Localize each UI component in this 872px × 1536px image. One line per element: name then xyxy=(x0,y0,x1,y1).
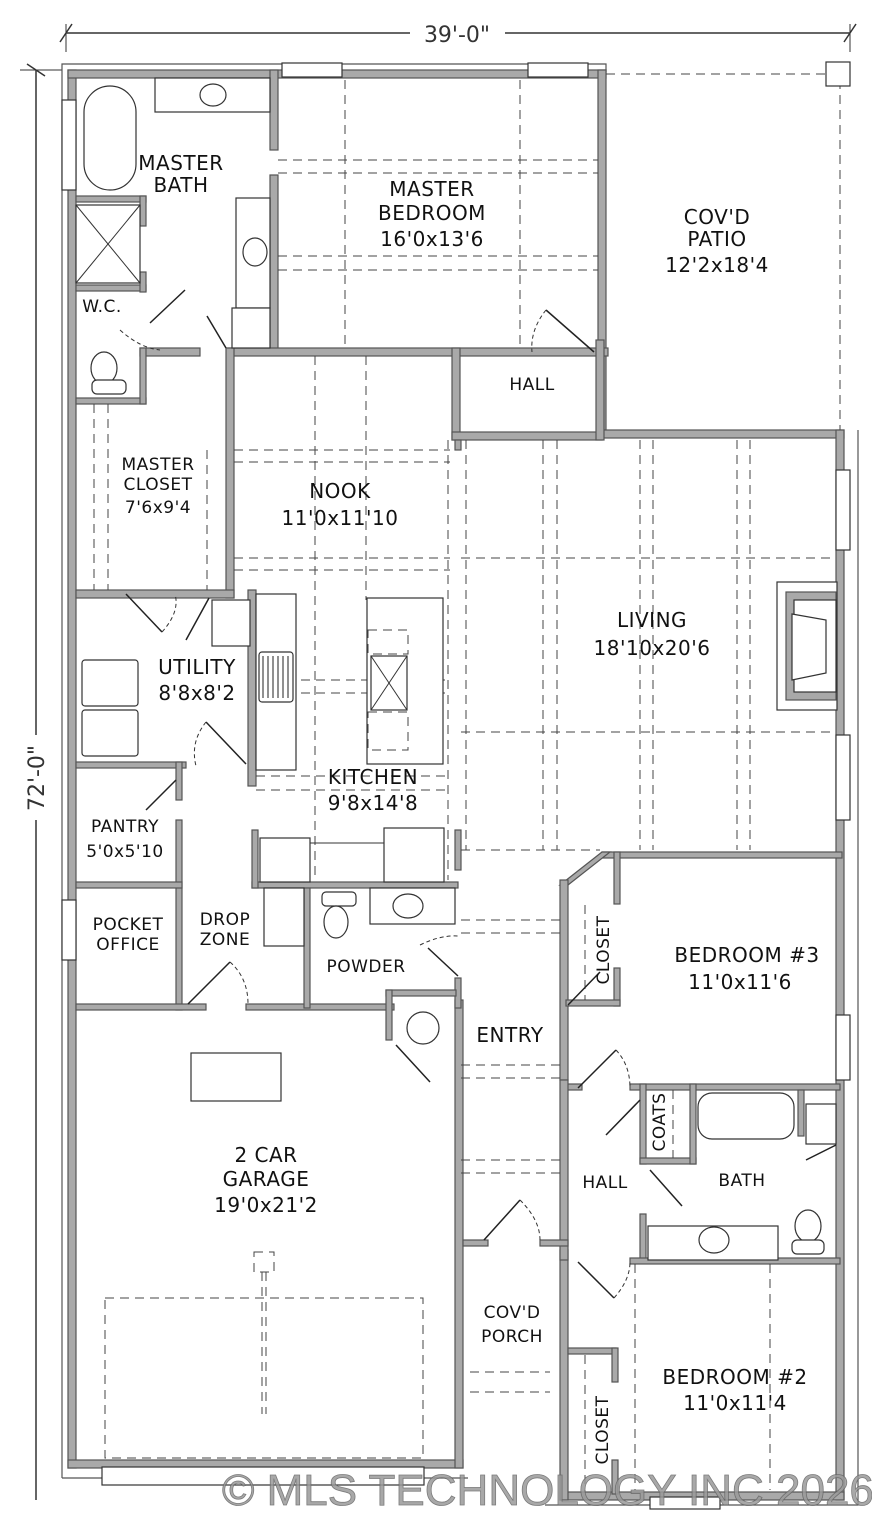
room-labels: MASTER BATH MASTER BEDROOM 16'0x13'6 COV… xyxy=(82,151,819,1465)
sink-icon xyxy=(392,893,424,919)
kitchen-size: 9'8x14'8 xyxy=(328,791,418,815)
living-size: 18'10x20'6 xyxy=(594,636,711,660)
covd-patio-label: COV'D xyxy=(684,205,750,229)
overall-width-label: 39'-0" xyxy=(424,23,490,48)
pocket-office-label: POCKET xyxy=(93,915,164,935)
washer-icon xyxy=(81,659,139,707)
master-bedroom-label: BEDROOM xyxy=(378,201,486,225)
covd-porch-label: COV'D xyxy=(484,1303,541,1323)
master-bedroom-size: 16'0x13'6 xyxy=(380,227,484,251)
sink-icon xyxy=(199,83,227,107)
master-closet-size: 7'6x9'4 xyxy=(125,498,191,518)
fixtures xyxy=(75,77,837,1261)
bedroom2-size: 11'0x11'4 xyxy=(683,1391,787,1415)
bath-label: BATH xyxy=(718,1171,765,1191)
powder-label: POWDER xyxy=(326,957,405,977)
garage-label: GARAGE xyxy=(223,1167,310,1191)
windows xyxy=(61,62,851,1510)
exterior-walls xyxy=(67,69,845,1501)
sink-icon xyxy=(698,1226,730,1254)
entry-label: ENTRY xyxy=(476,1023,543,1047)
fireplace xyxy=(776,581,838,711)
nook-size: 11'0x11'10 xyxy=(282,506,399,530)
drop-zone-label: DROP xyxy=(200,910,251,930)
depth-dimension: 72'-0" xyxy=(20,63,62,1500)
bedroom2-closet-label: CLOSET xyxy=(593,1395,613,1464)
bedroom2-label: BEDROOM #2 xyxy=(662,1365,807,1389)
sink-icon xyxy=(242,237,268,267)
toilet-icon xyxy=(90,351,118,385)
utility-size: 8'8x8'2 xyxy=(158,681,235,705)
master-closet-label: MASTER xyxy=(121,455,194,475)
wc-label: W.C. xyxy=(82,297,122,317)
living-label: LIVING xyxy=(617,608,687,632)
width-dimension: 39'-0" xyxy=(59,23,857,52)
bedroom3-size: 11'0x11'6 xyxy=(688,970,792,994)
pantry-label: PANTRY xyxy=(91,817,159,837)
garage-size: 19'0x21'2 xyxy=(214,1193,318,1217)
doors xyxy=(119,289,837,1299)
dryer-icon xyxy=(81,709,139,757)
garage-label: 2 CAR xyxy=(234,1143,297,1167)
bathtub-icon xyxy=(83,85,137,191)
water-heater-icon xyxy=(406,1011,440,1045)
utility-label: UTILITY xyxy=(158,655,236,679)
bedroom3-label: BEDROOM #3 xyxy=(674,943,819,967)
ceiling-lines xyxy=(93,80,836,1492)
overall-depth-label: 72'-0" xyxy=(25,745,50,811)
patio-outline xyxy=(606,61,851,430)
kitchen-label: KITCHEN xyxy=(328,765,418,789)
hall-lower-label: HALL xyxy=(582,1173,627,1193)
covd-patio-size: 12'2x18'4 xyxy=(665,253,769,277)
pantry-size: 5'0x5'10 xyxy=(86,842,164,862)
toilet-icon xyxy=(323,905,349,939)
bedroom3-closet-label: CLOSET xyxy=(594,915,614,984)
nook-label: NOOK xyxy=(309,479,371,503)
interior-walls xyxy=(75,69,843,1495)
master-closet-label: CLOSET xyxy=(123,475,192,495)
master-bedroom-label: MASTER xyxy=(389,177,474,201)
copyright-watermark: © MLS TECHNOLOGY INC 2026 xyxy=(222,1466,872,1515)
oven-icon xyxy=(383,827,445,883)
master-bath-label: BATH xyxy=(153,173,208,197)
covd-porch-label: PORCH xyxy=(481,1327,543,1347)
bathtub-icon xyxy=(697,1092,795,1140)
master-bath-label: MASTER xyxy=(138,151,223,175)
refrigerator-icon xyxy=(259,837,311,883)
toilet-icon xyxy=(794,1209,822,1243)
covd-patio-label: PATIO xyxy=(687,227,746,251)
pocket-office-label: OFFICE xyxy=(96,935,160,955)
drop-zone-label: ZONE xyxy=(200,930,251,950)
hall-upper-label: HALL xyxy=(509,375,554,395)
coats-label: COATS xyxy=(650,1093,670,1152)
